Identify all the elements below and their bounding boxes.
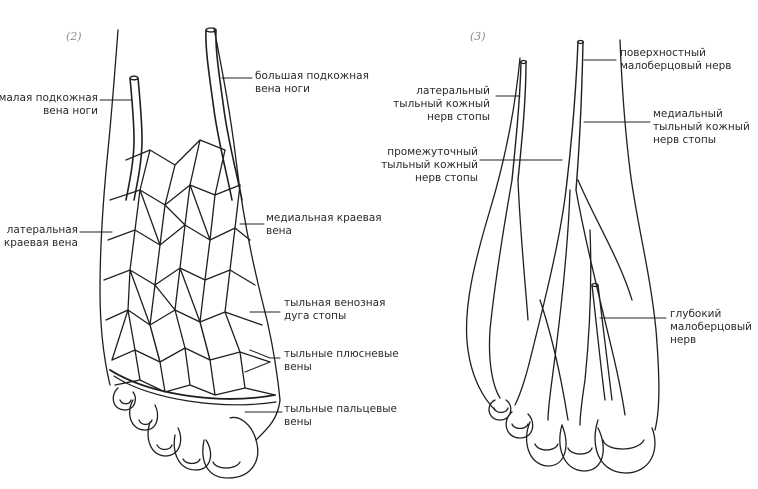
figure-2-number: (2) [66, 30, 82, 43]
foot-veins-drawing [99, 27, 281, 479]
label-intermediate-dorsal-cutaneous-nerve: промежуточный тыльный кожный нерв стопы [381, 146, 478, 184]
label-medial-dorsal-cutaneous-nerve: медиальный тыльный кожный нерв стопы [653, 108, 750, 146]
label-medial-marginal-vein: медиальная краевая вена [266, 212, 382, 237]
figure-3-number: (3) [470, 30, 486, 43]
label-dorsal-digital-veins: тыльные пальцевые вены [284, 403, 398, 428]
label-superficial-peroneal-nerve: поверхностный малоберцовый нерв [620, 47, 732, 72]
fig3-leader-lines [479, 59, 667, 319]
label-dorsal-venous-arch: тыльная венозная дуга стопы [284, 297, 386, 322]
label-lateral-dorsal-cutaneous-nerve: латеральный тыльный кожный нерв стопы [393, 85, 490, 123]
fig2-leader-lines [79, 77, 283, 413]
label-lateral-marginal-vein: латеральная краевая вена [3, 224, 78, 249]
label-deep-peroneal-nerve: глубокий малоберцовый нерв [670, 308, 752, 346]
label-small-saphenous-vein: малая подкожная вена ноги [0, 92, 98, 117]
foot-nerves-drawing [465, 39, 660, 474]
label-dorsal-metatarsal-veins: тыльные плюсневые вены [284, 348, 399, 373]
label-great-saphenous-vein: большая подкожная вена ноги [255, 70, 369, 95]
